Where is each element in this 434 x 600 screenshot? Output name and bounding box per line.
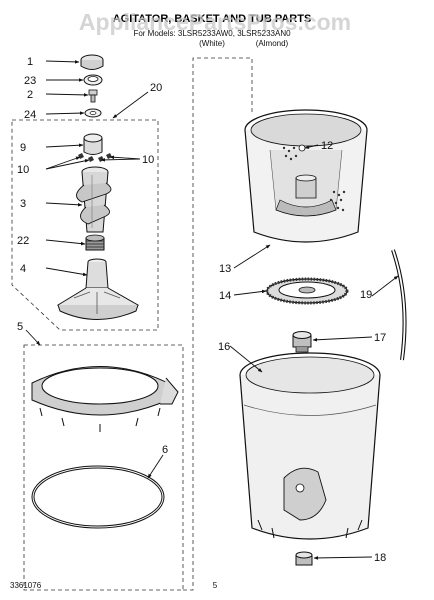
variant-white: (White) [199, 39, 225, 48]
agitator-auger [76, 166, 112, 233]
callout-2: 2 [27, 89, 33, 101]
callout-17: 17 [374, 332, 386, 344]
model-numbers: For Models: 3LSR5233AW0, 3LSR5233AN0 [133, 29, 291, 38]
tub-ring [31, 366, 179, 432]
callout-labels: 1 23 2 24 9 10 10 3 22 4 20 5 6 12 13 14… [17, 56, 386, 564]
document-number: 3361076 [10, 581, 42, 590]
agitator-spline-coupling [85, 234, 105, 251]
callout-16: 16 [218, 341, 230, 353]
agitator-bolt [88, 89, 98, 103]
agitator-cam [83, 133, 103, 155]
diagram-title: AGITATOR, BASKET AND TUB PARTS [113, 13, 312, 25]
callout-10-left: 10 [17, 164, 29, 176]
callout-23: 23 [24, 75, 36, 87]
tub-ring-assembly-box [23, 344, 184, 591]
tub-seal-strip [391, 249, 407, 361]
callout-6: 6 [162, 444, 168, 456]
tub-nut [292, 331, 312, 353]
callout-12: 12 [321, 140, 333, 152]
callout-18: 18 [374, 552, 386, 564]
callout-3: 3 [20, 198, 26, 210]
callout-1: 1 [27, 56, 33, 68]
callout-20: 20 [150, 82, 162, 94]
agitator-base [56, 258, 140, 320]
page-number: 5 [213, 581, 218, 590]
outer-tub [239, 352, 381, 540]
wash-basket [244, 109, 368, 243]
callout-5: 5 [17, 321, 23, 333]
callout-13: 13 [219, 263, 231, 275]
callout-10-right: 10 [142, 154, 154, 166]
variant-almond: (Almond) [256, 39, 289, 48]
assembly-connector-line [183, 57, 253, 591]
tub-ring-gasket [31, 465, 165, 529]
agitator-cap [80, 54, 104, 70]
watermark-logo: AppliancePartsPros.com [79, 9, 351, 35]
cap-retainer [83, 74, 103, 86]
tub-bolt [295, 551, 313, 566]
basket-drive-hub [265, 277, 349, 305]
callout-24: 24 [24, 109, 36, 121]
leader-lines [25, 60, 399, 560]
callout-22: 22 [17, 235, 29, 247]
callout-14: 14 [219, 290, 231, 302]
callout-19: 19 [360, 289, 372, 301]
callout-9: 9 [20, 142, 26, 154]
washer [84, 108, 102, 118]
callout-4: 4 [20, 263, 26, 275]
agitator-assembly-box [11, 119, 159, 331]
